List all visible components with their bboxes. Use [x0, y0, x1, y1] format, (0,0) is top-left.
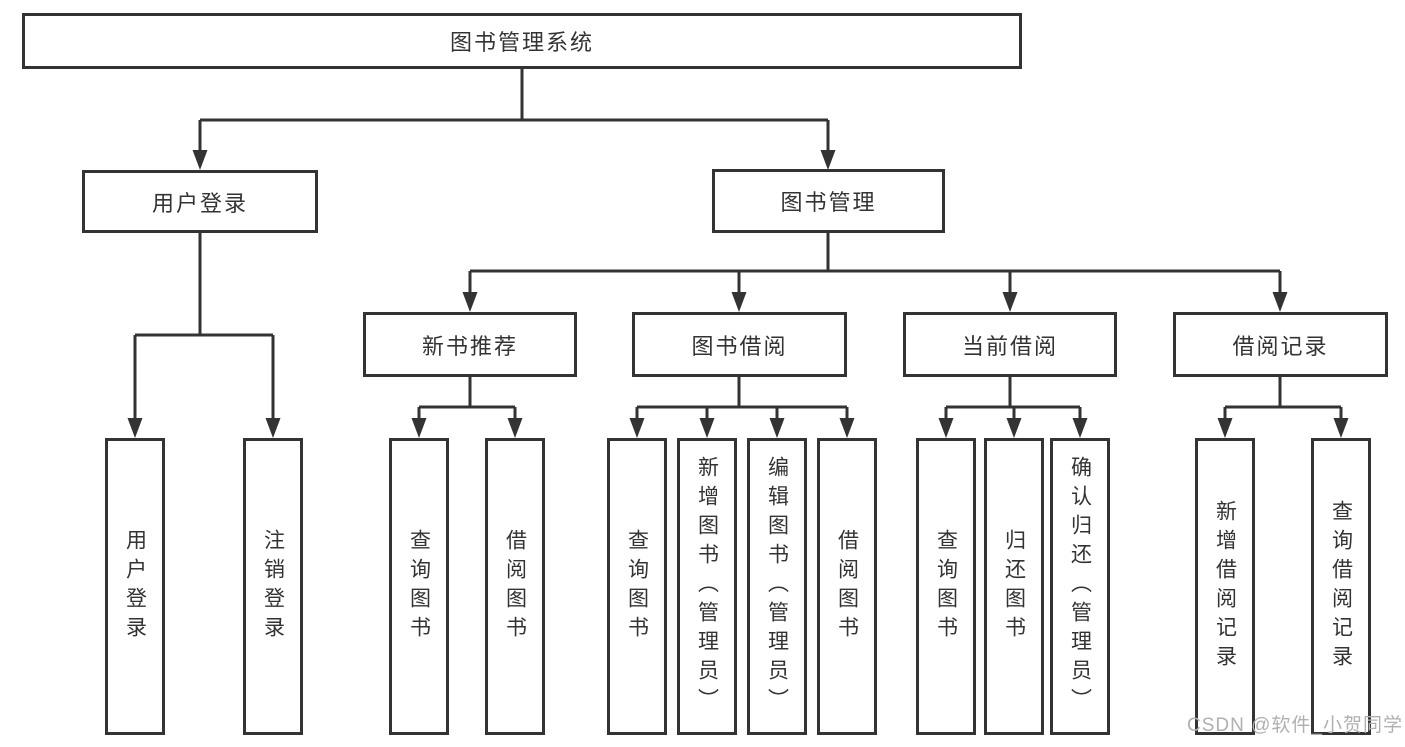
node-leaf-query-books-current: 查询图书	[916, 438, 976, 735]
connector-book-borrowing-children	[629, 377, 855, 438]
node-leaf-query-borrow-record: 查询借阅记录	[1311, 438, 1371, 735]
node-user-login: 用户登录	[82, 170, 318, 233]
node-borrow-records: 借阅记录	[1173, 312, 1388, 377]
connector-root-to-level2	[192, 69, 836, 170]
node-leaf-query-books-recommend: 查询图书	[389, 438, 449, 735]
node-leaf-logout: 注销登录	[243, 438, 303, 735]
node-book-borrowing: 图书借阅	[632, 312, 847, 377]
connector-borrow-records-children	[1217, 377, 1349, 438]
node-leaf-add-borrow-record: 新增借阅记录	[1195, 438, 1255, 735]
node-leaf-add-books-admin: 新增图书（管理员）	[677, 438, 737, 735]
node-new-book-recommend: 新书推荐	[363, 312, 577, 377]
node-leaf-borrow-books-recommend: 借阅图书	[485, 438, 545, 735]
watermark: CSDN @软件_小贺同学	[1187, 715, 1403, 736]
node-leaf-confirm-return-admin: 确认归还（管理员）	[1050, 438, 1110, 735]
node-book-management: 图书管理	[712, 169, 945, 233]
connector-new-book-recommend-children	[411, 377, 523, 438]
node-leaf-user-login: 用户登录	[105, 438, 165, 735]
node-current-borrowing: 当前借阅	[903, 312, 1117, 377]
node-library-system: 图书管理系统	[22, 13, 1022, 69]
connector-book-management-children	[462, 233, 1288, 312]
node-leaf-query-books-borrowing: 查询图书	[607, 438, 667, 735]
connector-current-borrowing-children	[938, 377, 1088, 438]
connector-user-login-children	[127, 233, 281, 438]
node-leaf-return-books: 归还图书	[984, 438, 1044, 735]
node-leaf-borrow-books-borrowing: 借阅图书	[817, 438, 877, 735]
node-leaf-edit-books-admin: 编辑图书（管理员）	[747, 438, 807, 735]
